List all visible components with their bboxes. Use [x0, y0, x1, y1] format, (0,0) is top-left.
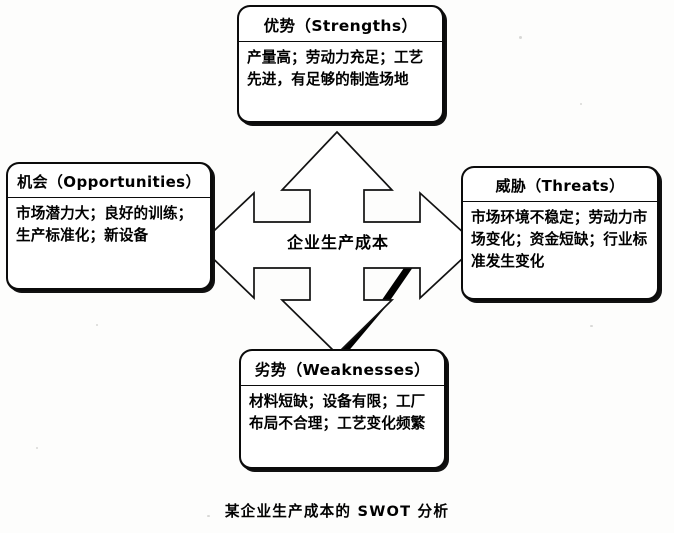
threats-header: 威胁（Threats）: [463, 168, 657, 202]
weaknesses-header: 劣势（Weaknesses）: [241, 351, 444, 386]
weaknesses-body: 材料短缺；设备有限；工厂布局不合理；工艺变化频繁: [249, 393, 426, 433]
scan-speckle: [590, 325, 593, 327]
figure-caption: 某企业生产成本的 SWOT 分析: [224, 503, 450, 520]
scan-speckle: [96, 324, 98, 326]
scan-speckle: [580, 103, 582, 105]
scan-speckle: [519, 36, 522, 39]
strengths-body: 产量高；劳动力充足；工艺先进，有足够的制造场地: [247, 49, 424, 89]
swot-box-threats[interactable]: 威胁（Threats） 市场环境不稳定；劳动力市场变化；资金短缺；行业标准发生变…: [461, 166, 660, 301]
four-way-arrow: [196, 128, 481, 358]
scan-speckle: [207, 515, 210, 517]
swot-box-strengths[interactable]: 优势（Strengths） 产量高；劳动力充足；工艺先进，有足够的制造场地: [237, 5, 445, 124]
threats-body: 市场环境不稳定；劳动力市场变化；资金短缺；行业标准发生变化: [471, 209, 648, 271]
swot-box-weaknesses[interactable]: 劣势（Weaknesses） 材料短缺；设备有限；工厂布局不合理；工艺变化频繁: [239, 349, 447, 470]
opportunities-header: 机会（Opportunities）: [8, 164, 210, 198]
swot-box-opportunities[interactable]: 机会（Opportunities） 市场潜力大；良好的训练；生产标准化；新设备: [6, 162, 213, 291]
scan-speckle: [36, 447, 38, 449]
strengths-header: 优势（Strengths）: [239, 7, 442, 42]
opportunities-body: 市场潜力大；良好的训练；生产标准化；新设备: [16, 205, 193, 245]
